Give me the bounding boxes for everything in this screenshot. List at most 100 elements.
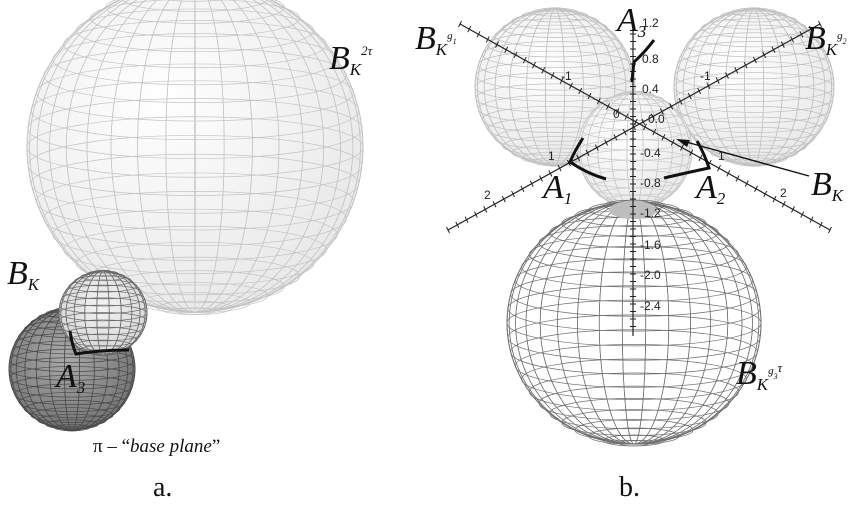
tick-mark-right-axis [763, 190, 768, 198]
tick-v-7: -1.6 [640, 238, 661, 252]
sphere-longitude [675, 8, 833, 166]
tick-mark-right-axis [643, 123, 647, 131]
tick-v-4: -0.4 [640, 146, 661, 160]
tick-mark-left-axis [734, 67, 739, 74]
tick-mark-right-axis [809, 216, 814, 223]
tick-l-1: 0 [613, 107, 620, 121]
tick-mark-right-axis [633, 118, 638, 126]
caption-a: a. [153, 472, 173, 503]
tick-mark-left-axis [520, 185, 525, 193]
tick-mark-right-axis [569, 82, 573, 90]
tick-l-3: 2 [484, 188, 491, 202]
tick-mark-left-axis [585, 149, 590, 156]
tick-mark-right-axis [652, 128, 657, 136]
tick-mark-right-axis [781, 201, 786, 208]
tick-mark-left-axis [548, 170, 553, 177]
tick-mark-left-axis [706, 82, 711, 90]
label-b-k-g3-tau: BKg3τ [736, 355, 783, 394]
tick-mark-left-axis [799, 31, 804, 38]
label-b-k-2tau: BK2τ [329, 40, 373, 79]
edge-a3 [630, 39, 656, 83]
tick-mark-right-axis [698, 154, 703, 162]
base-plane-note: π – “base plane” [93, 436, 221, 457]
tick-v-1: 0.8 [642, 52, 659, 66]
tick-mark-right-axis [754, 185, 758, 193]
panel-a [8, 0, 364, 432]
tick-mark-left-axis [818, 20, 822, 28]
tick-mark-left-axis [752, 56, 757, 64]
tick-mark-right-axis [596, 98, 601, 105]
caption-b: b. [619, 472, 640, 503]
tick-v-3: 0.0 [648, 112, 665, 126]
tick-mark-left-axis [697, 87, 702, 95]
tick-mark-right-axis [495, 41, 499, 48]
tick-mark-left-axis [473, 211, 478, 218]
sphere-longitude [60, 270, 146, 356]
tick-mark-right-axis [670, 139, 675, 146]
tick-mark-left-axis [687, 92, 692, 100]
tick-v-8: -2.0 [640, 268, 661, 282]
tick-v-2: 0.4 [642, 82, 659, 96]
tick-mark-left-axis [650, 113, 655, 120]
label-b-k-g2: BKg2 [805, 20, 847, 59]
tick-mark-right-axis [735, 175, 740, 182]
tick-mark-left-axis [725, 72, 729, 79]
pointer-arrowhead [676, 139, 690, 147]
tick-mark-right-axis [661, 134, 666, 141]
tick-mark-right-axis [726, 170, 731, 177]
label-b-k-small: BK [7, 255, 40, 294]
tick-v-0: 1.2 [642, 16, 659, 30]
tick-mark-left-axis [539, 175, 543, 182]
label-b-k-panel-b: BK [811, 166, 844, 205]
tick-mark-left-axis [808, 25, 813, 33]
edge-a2 [663, 140, 711, 180]
tick-mark-right-axis [791, 206, 795, 213]
sphere-b-k-center [577, 90, 693, 210]
sphere-longitude [29, 0, 361, 313]
tick-mark-right-axis [587, 92, 592, 100]
tick-mark-left-axis [641, 118, 646, 126]
tick-r-2: 2 [780, 186, 787, 200]
tick-mark-right-axis [828, 226, 832, 234]
sphere-b-k-2tau [26, 0, 364, 315]
tick-mark-left-axis [613, 134, 618, 141]
tick-v-6: -1.2 [640, 206, 661, 220]
tick-mark-left-axis [483, 206, 488, 213]
tick-mark-left-axis [743, 61, 748, 69]
tick-mark-right-axis [513, 51, 518, 59]
tick-l-2: 1 [548, 149, 555, 163]
tick-mark-left-axis [669, 103, 674, 110]
tick-mark-right-axis [550, 72, 555, 79]
intersection-curve-a [68, 330, 130, 356]
tick-mark-left-axis [780, 41, 785, 48]
tick-mark-right-axis [578, 87, 583, 95]
label-a3-panel-a: A3 [56, 358, 86, 397]
tick-mark-left-axis [511, 190, 516, 198]
tick-mark-left-axis [464, 216, 469, 223]
tick-l-0: -1 [561, 69, 572, 83]
pointer-b-k [678, 139, 810, 177]
tick-mark-left-axis [501, 195, 506, 203]
tick-mark-left-axis [790, 36, 795, 43]
tetrahedron-edges [568, 39, 711, 181]
tick-mark-right-axis [504, 46, 509, 53]
tick-mark-right-axis [744, 180, 749, 187]
tick-mark-right-axis [476, 31, 481, 38]
tick-mark-left-axis [576, 154, 581, 162]
tick-mark-left-axis [492, 201, 497, 208]
tick-mark-right-axis [624, 113, 629, 120]
label-a3-panel-b: A3 [617, 2, 647, 41]
label-a2: A2 [696, 169, 726, 208]
tick-mark-left-axis [659, 108, 664, 115]
tick-mark-left-axis [455, 221, 460, 229]
tick-mark-right-axis [485, 36, 490, 43]
label-a1: A1 [543, 169, 573, 208]
tick-mark-right-axis [680, 144, 684, 151]
axis-tickmarks [446, 20, 832, 327]
tick-mark-left-axis [594, 144, 599, 151]
tick-mark-left-axis [622, 128, 627, 136]
edge-a1 [568, 137, 607, 181]
tick-mark-right-axis [541, 67, 546, 74]
tick-mark-right-axis [606, 103, 610, 110]
tick-mark-left-axis [557, 164, 562, 172]
